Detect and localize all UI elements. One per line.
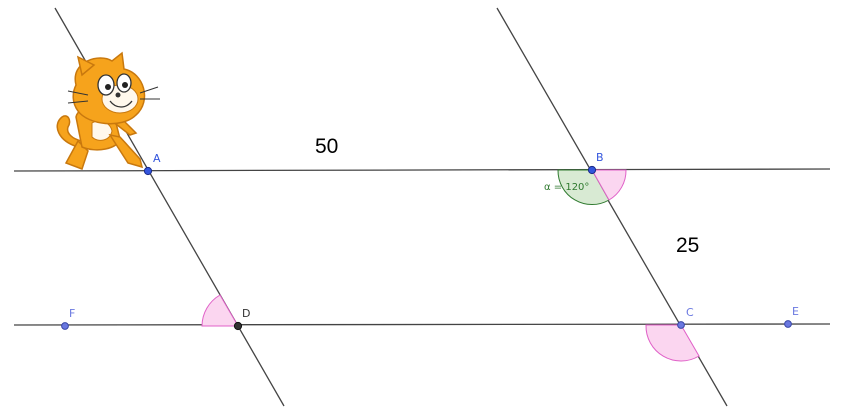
label-d: D bbox=[242, 307, 250, 320]
point-b[interactable] bbox=[587, 165, 597, 175]
angle-arc-d bbox=[201, 294, 239, 327]
label-f: F bbox=[69, 307, 75, 320]
length-label-ab: 50 bbox=[315, 135, 338, 158]
point-f[interactable] bbox=[61, 322, 69, 330]
label-a: A bbox=[153, 152, 161, 165]
construction-lines bbox=[13, 7, 831, 407]
angle-label-b: α = 120° bbox=[544, 182, 589, 193]
points bbox=[61, 165, 792, 331]
angle-markers bbox=[201, 169, 700, 362]
point-d[interactable] bbox=[233, 321, 243, 331]
point-c[interactable] bbox=[677, 321, 685, 329]
angle-arc-b-right bbox=[591, 169, 627, 201]
angle-arc-c bbox=[645, 324, 700, 362]
point-e[interactable] bbox=[784, 320, 792, 328]
line-fe bbox=[13, 323, 831, 326]
label-c: C bbox=[686, 306, 694, 319]
length-label-bc: 25 bbox=[676, 234, 699, 257]
point-a[interactable] bbox=[143, 166, 153, 176]
label-b: B bbox=[596, 151, 604, 164]
scratch-cat-icon bbox=[56, 51, 160, 170]
angle-arc-b bbox=[557, 169, 610, 206]
label-e: E bbox=[792, 305, 799, 318]
line-ab bbox=[13, 168, 831, 172]
point-labels: A B C D E F bbox=[69, 151, 799, 320]
